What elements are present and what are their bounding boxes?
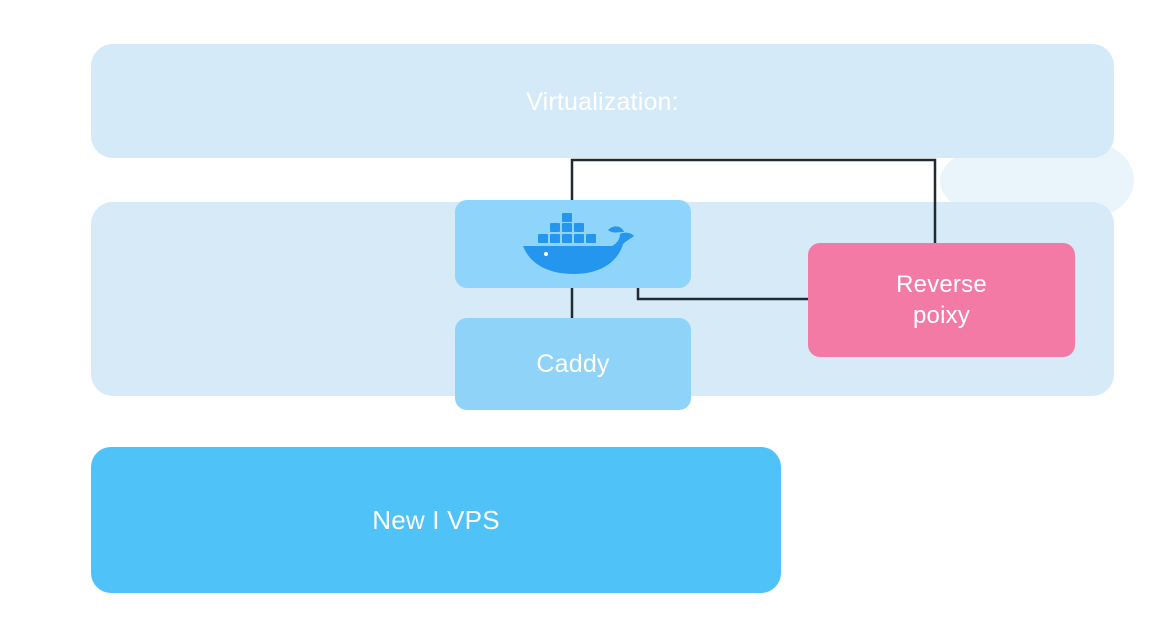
vps-layer: New I VPS bbox=[91, 447, 781, 593]
caddy-label: Caddy bbox=[536, 349, 610, 378]
reverse-proxy-line2: poixy bbox=[912, 302, 971, 329]
reverse-proxy-label: Reverse poixy bbox=[896, 269, 987, 331]
virtualization-layer: Virtualization: bbox=[91, 44, 1114, 158]
virtualization-label: Virtualization: bbox=[526, 88, 679, 116]
caddy-box: Caddy bbox=[455, 318, 691, 410]
connector-docker-to-proxy bbox=[636, 288, 808, 301]
reverse-proxy-box: Reverse poixy bbox=[808, 243, 1075, 357]
reverse-proxy-line1: Reverse bbox=[896, 271, 987, 298]
docker-whale-icon bbox=[523, 213, 634, 274]
connector-docker-to-cloud bbox=[570, 158, 937, 243]
vps-label: New I VPS bbox=[372, 504, 500, 535]
